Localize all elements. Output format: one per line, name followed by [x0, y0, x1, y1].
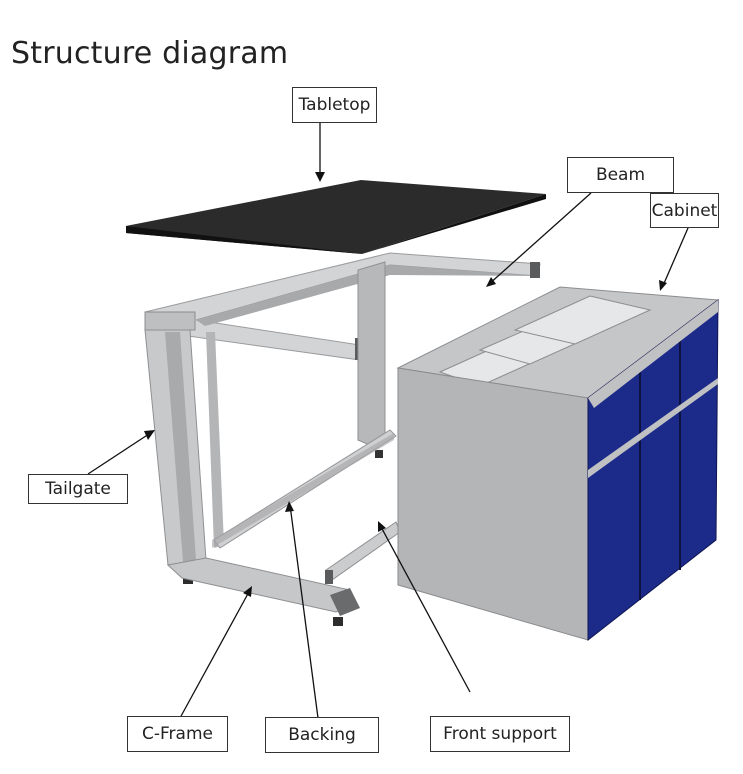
cabinet-part — [396, 286, 720, 642]
tabletop-part — [126, 180, 546, 254]
leader-arrowheads — [144, 172, 667, 597]
c-frame-part — [166, 332, 360, 626]
label-tabletop: Tabletop — [292, 87, 377, 123]
label-beam: Beam — [567, 157, 674, 193]
backing-part — [212, 429, 397, 549]
label-cabinet: Cabinet — [650, 193, 719, 228]
tabletop-edge — [126, 194, 546, 254]
label-tailgate: Tailgate — [28, 474, 128, 504]
back-leg — [357, 261, 386, 458]
label-backing: Backing — [265, 717, 379, 753]
label-front-support: Front support — [430, 716, 570, 752]
tailgate-part — [144, 329, 207, 584]
label-c-frame: C-Frame — [127, 716, 228, 752]
leader-lines — [87, 123, 689, 719]
front-support-part — [325, 521, 401, 584]
diagram-title: Structure diagram — [11, 36, 289, 71]
